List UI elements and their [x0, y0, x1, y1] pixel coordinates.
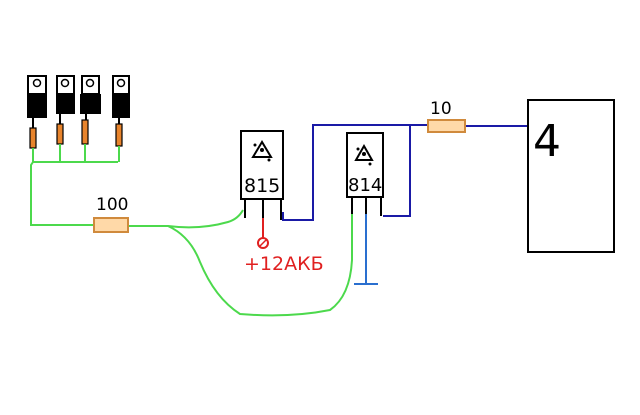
- supply-label: +12АКБ: [244, 253, 324, 275]
- resistor-10-label: 10: [430, 99, 452, 119]
- transistor-bank: [27, 75, 130, 149]
- transistor-814: 814: [346, 132, 384, 216]
- triangle-dots-icon: [354, 143, 374, 166]
- resistor-100: 100: [93, 195, 129, 233]
- blue-wires: [282, 124, 528, 221]
- transistor-815-label: 815: [244, 175, 280, 197]
- load-box: 4: [527, 99, 615, 253]
- transistor-2: [56, 75, 75, 114]
- transistor-3: [80, 75, 101, 114]
- transistor-815: 815: [240, 130, 284, 220]
- transistor-814-label: 814: [348, 175, 382, 196]
- emitter-resistors: [29, 119, 123, 149]
- transistor-4: [112, 75, 130, 118]
- resistor-100-label: 100: [96, 195, 128, 215]
- ground-icon: [354, 214, 378, 285]
- resistor-10: 10: [427, 99, 466, 133]
- load-label: 4: [533, 116, 561, 167]
- terminal-circle-icon: [257, 237, 269, 249]
- supply-terminal: +12АКБ: [244, 218, 324, 275]
- green-wires: [30, 144, 353, 317]
- triangle-dots-icon: [251, 140, 273, 162]
- transistor-1: [27, 75, 47, 118]
